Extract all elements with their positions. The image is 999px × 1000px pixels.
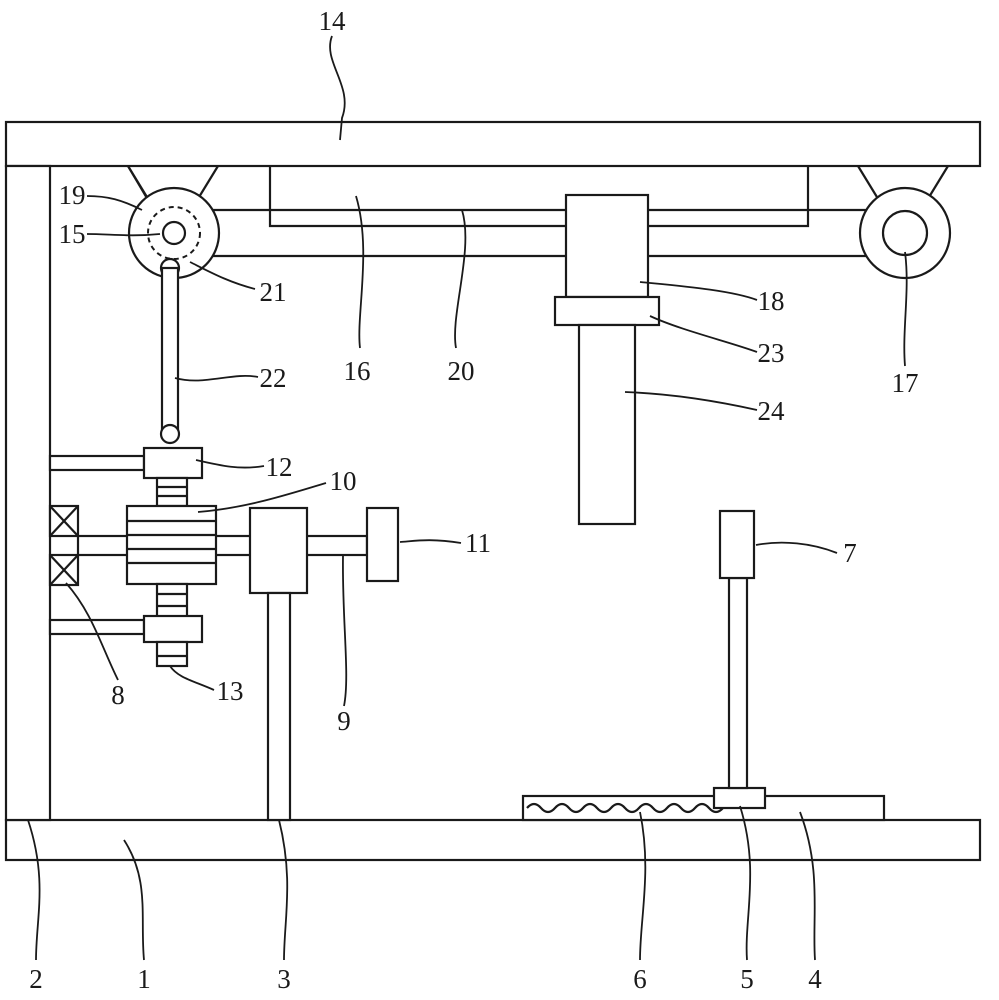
leader-15 [86, 233, 161, 237]
part-worm-gear [125, 504, 218, 586]
leader-3 [278, 819, 289, 961]
part-screw-upper [155, 476, 189, 508]
bearing-lower-x2 [49, 554, 79, 586]
part-support-post [266, 591, 292, 822]
part-clamp [553, 295, 661, 327]
part-guide-housing [268, 166, 810, 228]
leader-6 [639, 811, 647, 961]
label-8: 8 [111, 680, 125, 710]
label-19: 19 [59, 180, 86, 210]
part-rod-pin [159, 423, 181, 445]
leader-22 [174, 375, 259, 382]
part-base-plate [4, 818, 982, 862]
label-14: 14 [319, 6, 347, 36]
leader-14 [329, 35, 346, 141]
label-16: 16 [344, 356, 371, 386]
right-mount-arm-a [857, 165, 881, 203]
part-left-shaft [161, 220, 187, 246]
label-11: 11 [465, 528, 491, 558]
part-connecting-rod [160, 266, 180, 433]
leader-19 [86, 195, 143, 211]
part-horizontal-shaft [76, 534, 369, 557]
part-handwheel [365, 506, 400, 583]
label-24: 24 [758, 396, 786, 426]
bracket-upper [48, 454, 146, 472]
label-21: 21 [260, 277, 287, 307]
leader-9 [342, 555, 348, 707]
label-6: 6 [633, 964, 647, 994]
part-top-plate [4, 120, 982, 168]
part-post [727, 576, 749, 790]
leader-18 [639, 281, 758, 301]
part-lower-guide [142, 614, 204, 644]
leader-24 [624, 391, 758, 411]
leader-11 [399, 539, 462, 544]
label-23: 23 [758, 338, 785, 368]
part-motor [248, 506, 309, 595]
label-17: 17 [892, 368, 919, 398]
leader-5 [739, 805, 752, 961]
left-mount-arm-a [127, 165, 151, 203]
leader-4 [799, 811, 816, 961]
label-15: 15 [59, 219, 86, 249]
bearing-upper-x2 [49, 505, 79, 537]
label-13: 13 [217, 676, 244, 706]
part-upper-guide [142, 446, 204, 480]
part-slider-block [564, 193, 650, 299]
part-screw-end [155, 640, 189, 668]
label-4: 4 [808, 964, 822, 994]
part-rail-base [521, 794, 886, 822]
part-slide-block [712, 786, 767, 810]
label-18: 18 [758, 286, 785, 316]
leader-13 [169, 665, 215, 691]
label-22: 22 [260, 363, 287, 393]
leader-17 [903, 251, 908, 367]
part-vertical-rod [577, 323, 637, 526]
label-1: 1 [137, 964, 151, 994]
part-right-pulley [858, 186, 952, 280]
leader-16 [355, 195, 365, 349]
leader-20 [454, 209, 467, 349]
leader-23 [649, 315, 758, 353]
part-top-block [718, 509, 756, 580]
part-left-column [4, 164, 52, 822]
leader-1 [123, 839, 145, 961]
leader-12 [195, 459, 265, 469]
label-20: 20 [448, 356, 475, 386]
leader-2 [27, 819, 41, 961]
label-7: 7 [843, 538, 857, 568]
label-3: 3 [277, 964, 291, 994]
label-12: 12 [266, 452, 293, 482]
label-2: 2 [29, 964, 43, 994]
leader-10 [197, 482, 327, 513]
label-10: 10 [330, 466, 357, 496]
part-spring [526, 802, 724, 814]
label-9: 9 [337, 706, 351, 736]
label-5: 5 [740, 964, 754, 994]
leader-7 [755, 541, 838, 554]
leader-8 [65, 582, 119, 681]
leader-21 [189, 261, 256, 290]
part-screw-lower [155, 582, 189, 622]
